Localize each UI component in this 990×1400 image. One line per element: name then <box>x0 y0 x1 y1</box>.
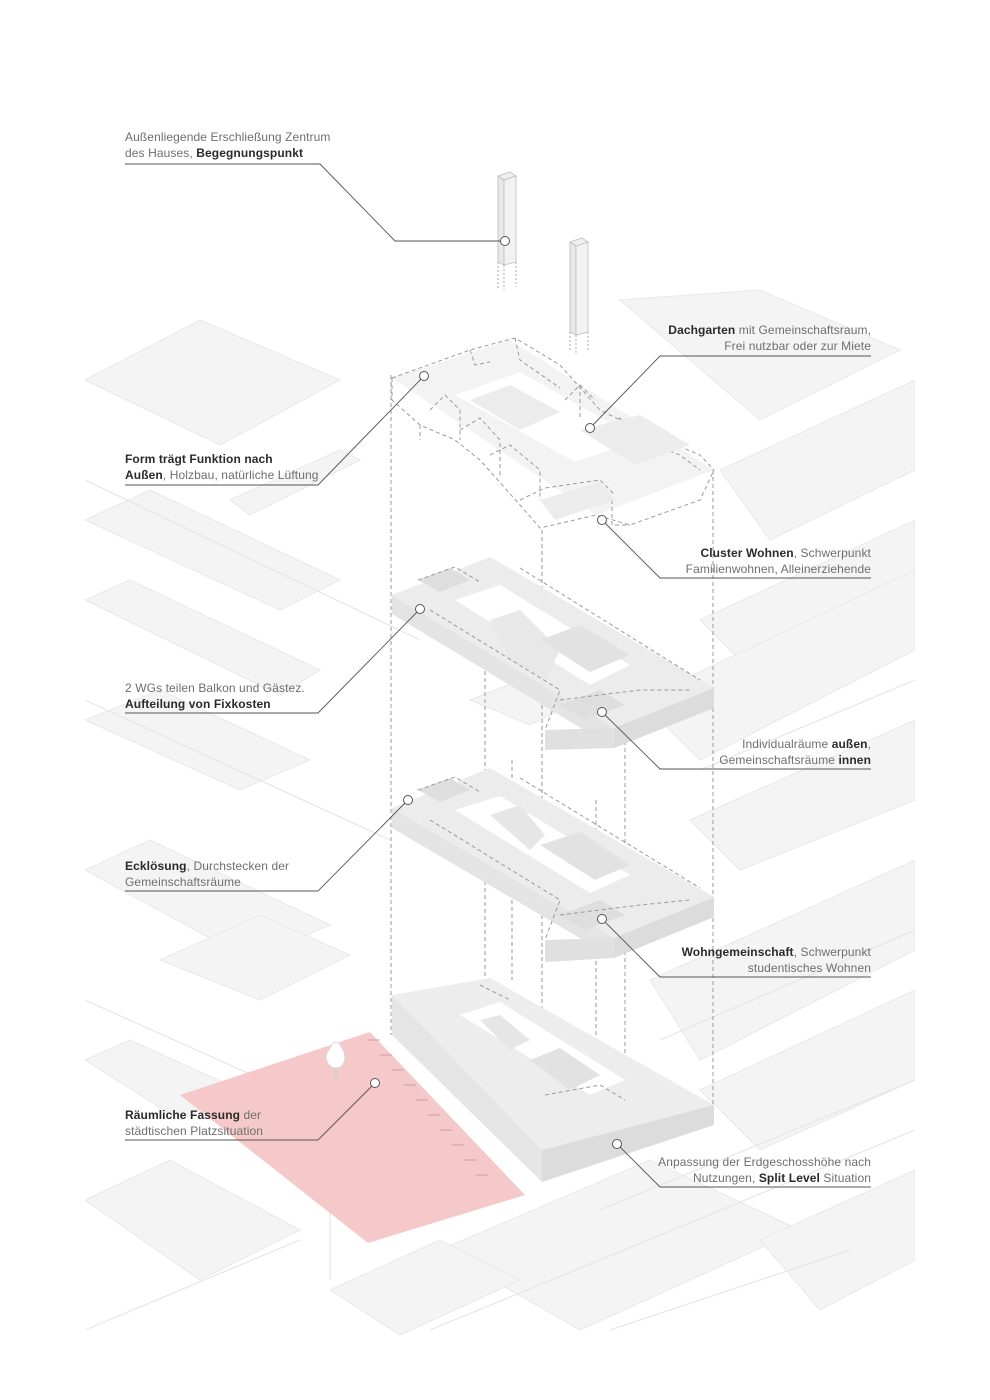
label-bold-text: Form trägt Funktion nach <box>125 452 273 466</box>
label-wgs-line2: Aufteilung von Fixkosten <box>125 696 305 712</box>
label-ecke: Ecklösung, Durchstecken der Gemeinschaft… <box>125 858 289 890</box>
label-individual-line2: Gemeinschaftsräume innen <box>719 752 871 768</box>
plaza-edge-arrows <box>368 1039 488 1176</box>
leader-cluster <box>601 519 871 579</box>
label-bold-text: Begegnungspunkt <box>196 146 304 160</box>
label-form-line1: Form trägt Funktion nach <box>125 451 319 467</box>
ground-floor-block <box>392 978 714 1182</box>
label-text: , <box>867 737 871 751</box>
label-individual-line1: Individualräume außen, <box>719 736 871 752</box>
label-platz-line2: städtischen Platzsituation <box>125 1124 264 1138</box>
label-cluster-line1: Cluster Wohnen, Schwerpunkt <box>686 545 871 561</box>
label-text: , Holzbau, natürliche Lüftung <box>162 468 319 482</box>
label-text: des Hauses, <box>125 146 197 160</box>
label-bold-text: innen <box>838 753 871 767</box>
label-anpassung-line2: Nutzungen, Split Level Situation <box>658 1170 871 1186</box>
label-bold-text: außen <box>831 737 868 751</box>
label-bold-text: Räumliche Fassung <box>125 1108 241 1122</box>
label-text: mit Gemeinschaftsraum, <box>735 323 871 337</box>
label-wohngemeinschaft: Wohngemeinschaft, Schwerpunkt studentisc… <box>682 944 871 976</box>
circulation-core-2 <box>569 237 589 355</box>
label-wgs-line1: 2 WGs teilen Balkon und Gästez. <box>125 681 305 695</box>
label-bold-text: Aufteilung von Fixkosten <box>125 697 271 711</box>
plaza-area <box>180 1032 525 1243</box>
label-bold-text: Außen <box>125 468 163 482</box>
label-ecke-line1: Ecklösung, Durchstecken der <box>125 858 289 874</box>
leader-ecke <box>125 799 409 892</box>
label-dachgarten-line1: Dachgarten mit Gemeinschaftsraum, <box>668 322 871 338</box>
label-text: , Schwerpunkt <box>793 945 871 959</box>
label-bold-text: Split Level <box>758 1171 820 1185</box>
label-wgs: 2 WGs teilen Balkon und Gästez. Aufteilu… <box>125 680 305 712</box>
urban-context-plan <box>85 290 915 1336</box>
label-form-line2: Außen, Holzbau, natürliche Lüftung <box>125 467 319 483</box>
label-wohngemeinschaft-line1: Wohngemeinschaft, Schwerpunkt <box>682 944 871 960</box>
label-bold-text: Cluster Wohnen <box>700 546 794 560</box>
label-erschliessung-line2: des Hauses, Begegnungspunkt <box>125 145 331 161</box>
label-form: Form trägt Funktion nach Außen, Holzbau,… <box>125 451 319 483</box>
leader-platz <box>125 1082 376 1141</box>
label-cluster: Cluster Wohnen, Schwerpunkt Familienwohn… <box>686 545 871 577</box>
label-erschliessung-line1: Außenliegende Erschließung Zentrum <box>125 130 331 144</box>
leader-wohngemeinschaft <box>601 918 871 978</box>
label-bold-text: Dachgarten <box>668 323 736 337</box>
label-text: Individualräume <box>742 737 832 751</box>
label-text: der <box>240 1108 262 1122</box>
annotation-leaders <box>125 163 871 1188</box>
middle-floor-slab <box>392 768 714 962</box>
circulation-core-1 <box>497 171 517 290</box>
label-text: , Schwerpunkt <box>793 546 871 560</box>
label-cluster-line2: Familienwohnen, Alleinerziehende <box>685 562 871 576</box>
street-lines <box>85 479 915 1331</box>
label-erschliessung: Außenliegende Erschließung Zentrum des H… <box>125 129 331 161</box>
leader-erschliessung <box>125 163 502 242</box>
leader-anpassung <box>616 1143 871 1188</box>
tree-icon <box>325 1041 346 1080</box>
leader-wgs <box>125 608 421 714</box>
label-bold-text: Wohngemeinschaft <box>681 945 794 959</box>
label-anpassung-line1: Anpassung der Erdgeschosshöhe nach <box>658 1155 871 1169</box>
roof-level <box>391 337 715 529</box>
label-text: Nutzungen, <box>693 1171 759 1185</box>
label-ecke-line2: Gemeinschaftsräume <box>125 875 241 889</box>
label-platz-line1: Räumliche Fassung der <box>125 1107 263 1123</box>
label-text: Gemeinschaftsräume <box>719 753 839 767</box>
label-text: , Durchstecken der <box>186 859 290 873</box>
label-anpassung: Anpassung der Erdgeschosshöhe nach Nutzu… <box>658 1154 871 1186</box>
leader-endpoint-circles <box>370 236 622 1149</box>
label-dachgarten-line2: Frei nutzbar oder zur Miete <box>724 339 871 353</box>
label-wohngemeinschaft-line2: studentisches Wohnen <box>747 961 871 975</box>
upper-floor-slab <box>392 557 714 750</box>
label-individual: Individualräume außen, Gemeinschaftsräum… <box>719 736 871 768</box>
label-text: Situation <box>819 1171 871 1185</box>
label-dachgarten: Dachgarten mit Gemeinschaftsraum, Frei n… <box>668 322 871 354</box>
label-platz: Räumliche Fassung der städtischen Platzs… <box>125 1107 263 1139</box>
leader-dachgarten <box>589 355 871 429</box>
leader-individual <box>601 711 871 770</box>
leader-form <box>125 375 425 486</box>
label-bold-text: Ecklösung <box>125 859 187 873</box>
